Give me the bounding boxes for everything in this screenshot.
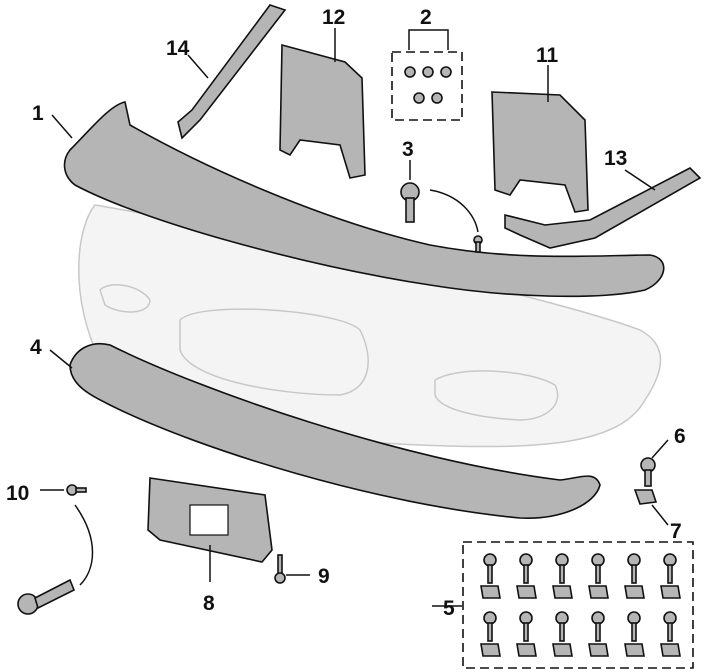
kit-fastener xyxy=(624,611,645,657)
callout-9: 9 xyxy=(318,565,330,588)
kit-fastener xyxy=(660,611,681,657)
part-9-screw xyxy=(274,554,286,584)
callout-4: 4 xyxy=(30,336,42,359)
part-14-brace xyxy=(177,4,287,140)
callout-7: 7 xyxy=(670,520,682,543)
kit-fastener xyxy=(660,553,681,599)
part-1-bumper-pad xyxy=(63,101,665,298)
ghost-fog-lamp-left xyxy=(99,284,151,313)
kit-fastener xyxy=(588,553,609,599)
kit-fastener xyxy=(624,553,645,599)
part-13-brace xyxy=(504,167,702,249)
kit-fastener xyxy=(516,611,537,657)
callout-10: 10 xyxy=(6,482,29,505)
kit-fastener xyxy=(480,553,501,599)
part-5-fastener-kit xyxy=(462,541,694,669)
callout-14: 14 xyxy=(166,37,190,60)
kit-fastener xyxy=(552,553,573,599)
part-10-screw xyxy=(17,484,94,615)
callout-1: 1 xyxy=(32,102,44,125)
part-6-bolt xyxy=(640,457,656,487)
callout-13: 13 xyxy=(604,147,627,170)
callout-6: 6 xyxy=(674,425,686,448)
part-3-push-pin xyxy=(400,182,483,253)
kit-fastener xyxy=(588,611,609,657)
kit-fastener xyxy=(516,553,537,599)
callout-5: 5 xyxy=(443,597,455,620)
kit-fastener xyxy=(480,611,501,657)
part-4-air-deflector xyxy=(69,343,601,519)
callout-12: 12 xyxy=(322,6,345,29)
kit-fastener xyxy=(552,611,573,657)
callout-8: 8 xyxy=(203,592,215,615)
ghost-fog-lamp-right xyxy=(434,370,559,421)
callout-11: 11 xyxy=(536,44,559,67)
callout-3: 3 xyxy=(402,138,414,161)
license-bracket-opening xyxy=(189,504,229,536)
part-11-bracket xyxy=(491,91,589,213)
leader-lines xyxy=(40,28,669,607)
part-12-bracket xyxy=(279,43,366,179)
callout-2: 2 xyxy=(420,6,432,29)
ghost-grille-opening xyxy=(179,308,369,396)
part-7-nut-clip xyxy=(633,489,658,505)
part-2-fasteners xyxy=(391,51,463,121)
